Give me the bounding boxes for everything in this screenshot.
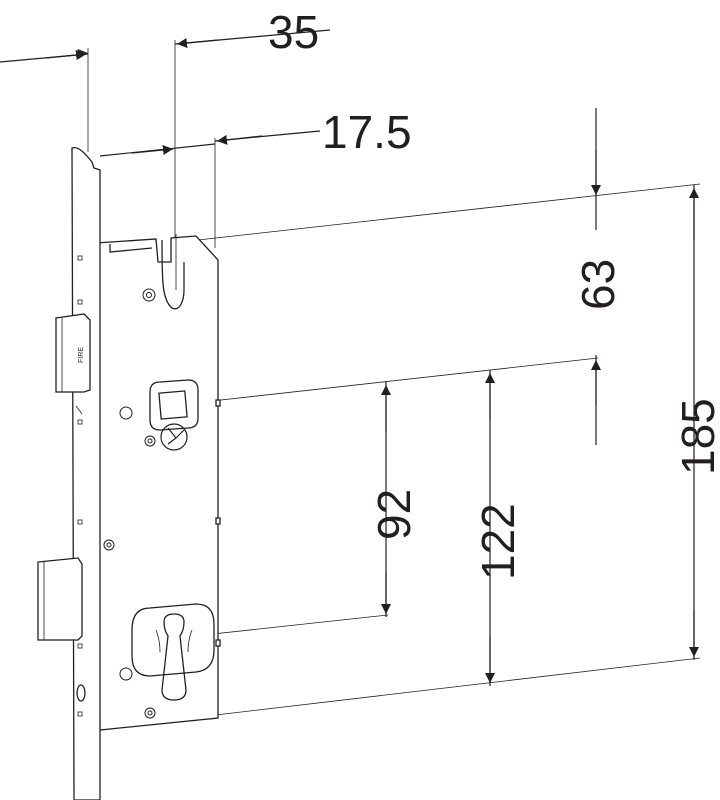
handle-follower: [149, 379, 199, 431]
screw-holes: [103, 288, 156, 719]
dim-17-5-label: 17.5: [322, 106, 412, 158]
dim-122-label: 122: [472, 503, 524, 580]
deadbolt: [37, 557, 83, 641]
cam: [160, 423, 188, 451]
dim-92-label: 92: [368, 489, 420, 540]
dim-35-label: 35: [268, 6, 319, 58]
faceplate: [71, 146, 101, 800]
dim-63-label: 63: [572, 259, 624, 310]
cylinder-cutout: [131, 603, 215, 701]
latch-bolt: [55, 313, 91, 393]
lock-body: [95, 234, 221, 731]
extension-lines: [87, 40, 701, 719]
dim-185-label: 185: [672, 398, 720, 475]
dimension-lines: [0, 29, 699, 686]
fire-label: FIRE: [78, 347, 85, 363]
